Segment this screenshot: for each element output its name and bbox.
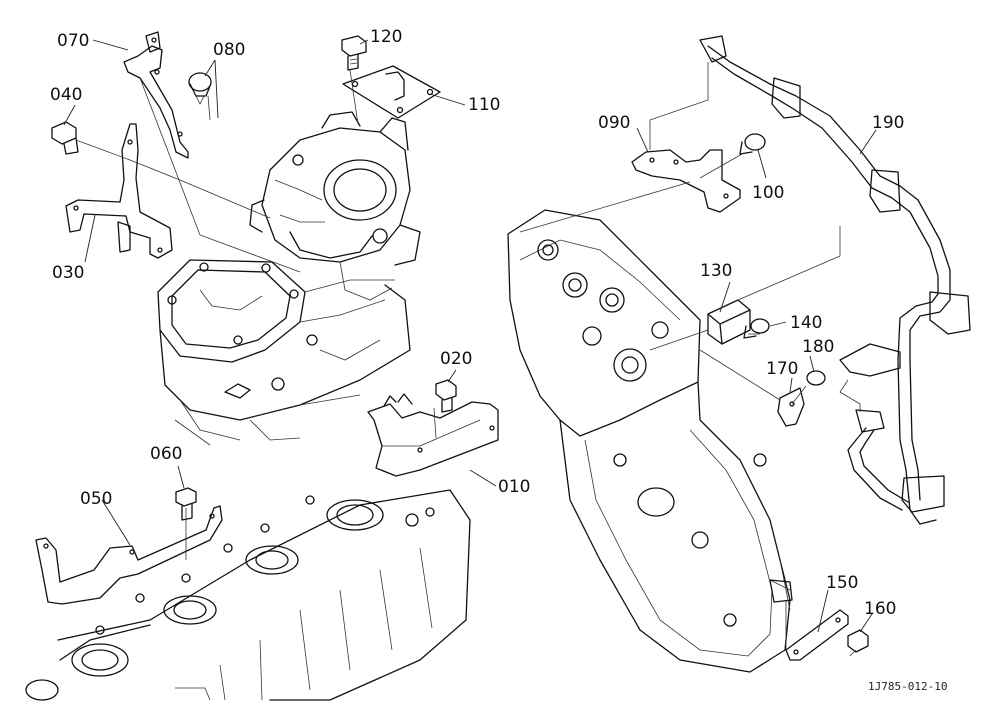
callout-090: 090 <box>598 113 630 133</box>
part-150-plate <box>785 609 849 661</box>
callout-040: 040 <box>50 85 82 105</box>
cylinder-head-cover <box>25 489 471 701</box>
callout-050: 050 <box>80 489 112 509</box>
callout-180: 180 <box>802 337 834 357</box>
callout-070: 070 <box>57 31 89 51</box>
part-050-bracket <box>35 505 223 605</box>
callout-010: 010 <box>498 477 530 497</box>
part-080-clip <box>188 72 212 105</box>
part-010-bracket <box>367 393 499 477</box>
callout-110: 110 <box>468 95 500 115</box>
leader-lines <box>63 39 877 633</box>
part-180-nut <box>806 370 826 386</box>
part-140-bolt <box>743 318 770 339</box>
part-030-bracket <box>65 123 173 259</box>
part-020-bolt <box>435 379 457 413</box>
callout-160: 160 <box>864 599 896 619</box>
part-060-bolt <box>175 487 197 521</box>
callout-labels: 070 080 120 110 040 030 020 060 010 050 … <box>50 27 904 619</box>
part-160-bolt <box>847 629 869 653</box>
part-070-bracket <box>123 31 189 159</box>
part-190-wire-harness <box>699 35 971 525</box>
callout-080: 080 <box>213 40 245 60</box>
engine-block-upper-left <box>157 259 411 446</box>
part-170-bracket <box>777 387 805 427</box>
part-100-bolt <box>739 133 766 155</box>
callout-150: 150 <box>826 573 858 593</box>
throttle-body <box>249 111 421 301</box>
diagram-reference-code: 1J785-012-10 <box>868 680 947 693</box>
callout-120: 120 <box>370 27 402 47</box>
callout-060: 060 <box>150 444 182 464</box>
part-040-bolt <box>51 121 79 155</box>
part-120-bolt <box>341 35 367 71</box>
callout-130: 130 <box>700 261 732 281</box>
assembly-lines <box>75 62 861 657</box>
part-090-bracket <box>631 149 741 213</box>
callout-030: 030 <box>52 263 84 283</box>
callout-190: 190 <box>872 113 904 133</box>
callout-140: 140 <box>790 313 822 333</box>
part-110-plate <box>342 65 441 119</box>
cylinder-head-right <box>507 209 793 673</box>
callout-100: 100 <box>752 183 784 203</box>
callout-020: 020 <box>440 349 472 369</box>
callout-170: 170 <box>766 359 798 379</box>
